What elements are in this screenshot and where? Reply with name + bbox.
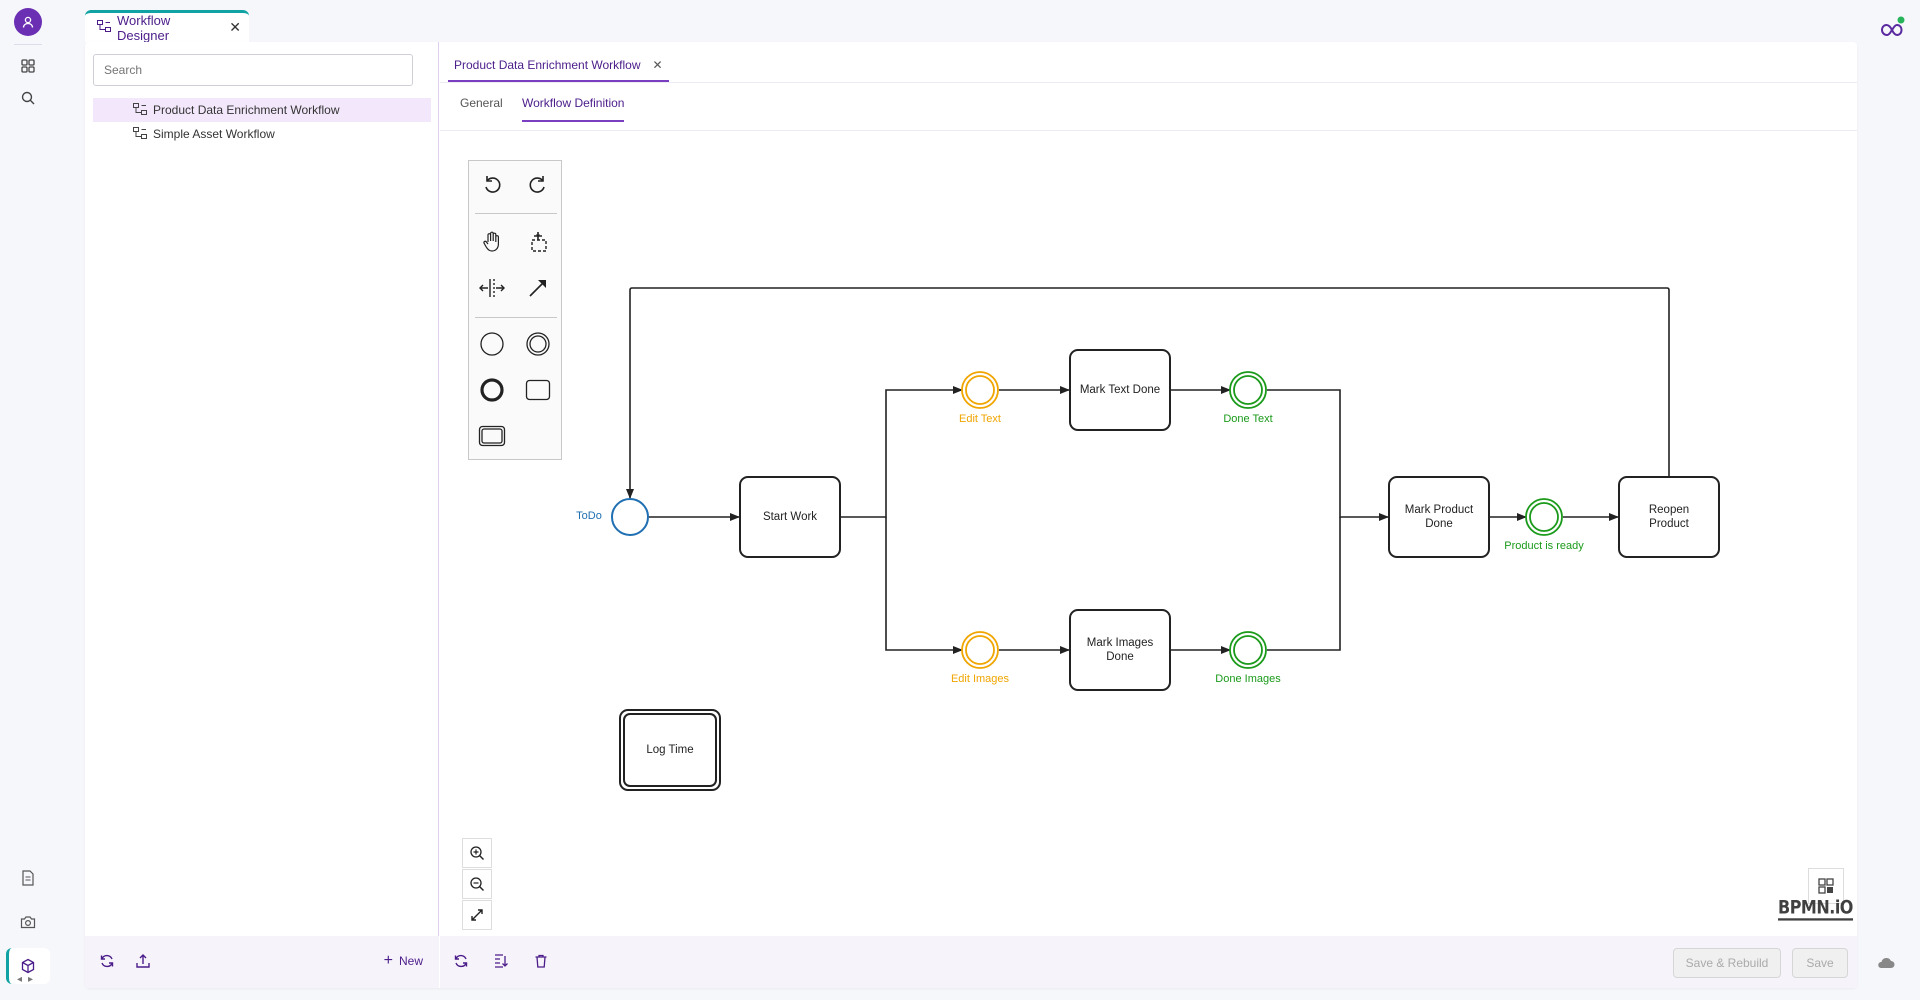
cloud-icon[interactable] [1876, 956, 1900, 972]
done-images-event[interactable] [1229, 631, 1267, 669]
start-work-task[interactable] [739, 476, 841, 558]
edit-images-event[interactable] [961, 631, 999, 669]
new-button[interactable]: + New [384, 952, 423, 970]
event-label-done-text: Done Text [1223, 413, 1273, 425]
editor-footer: Save & Rebuild Save [440, 936, 1857, 988]
rail-collapse-arrows[interactable]: ◂▸ [16, 974, 40, 985]
new-button-label: New [398, 954, 423, 968]
mark-text-done-task[interactable] [1069, 349, 1171, 431]
task-label: Mark Product Done [1404, 504, 1474, 530]
palette-divider [475, 213, 557, 214]
close-icon[interactable]: ✕ [652, 58, 663, 72]
sequence-flow[interactable] [885, 517, 963, 654]
tab-title: Workflow Designer [117, 12, 171, 43]
import-icon[interactable] [493, 953, 511, 971]
event-label-done-images: Done Images [1215, 673, 1281, 685]
document-tab[interactable]: Product Data Enrichment Workflow ✕ [448, 50, 669, 82]
todo-start-event[interactable] [611, 498, 649, 536]
tab-workflow-definition[interactable]: Workflow Definition [522, 96, 625, 122]
mark-images-done-task[interactable] [1069, 609, 1171, 691]
zoom-out-icon[interactable] [462, 869, 492, 899]
edit-text-event[interactable] [961, 371, 999, 409]
fit-icon[interactable] [462, 900, 492, 930]
event-label-edit-images: Edit Images [950, 673, 1010, 685]
hand-tool-icon[interactable] [477, 227, 507, 257]
save-rebuild-button[interactable]: Save & Rebuild [1673, 948, 1781, 978]
editor-panel: Product Data Enrichment Workflow ✕ Gener… [440, 42, 1857, 988]
connect-tool-icon[interactable] [523, 273, 553, 303]
lasso-tool-icon[interactable] [523, 227, 553, 257]
minimap-icon[interactable] [1808, 868, 1844, 904]
avatar-icon[interactable] [14, 8, 42, 36]
cube-icon[interactable] [16, 954, 40, 978]
close-icon[interactable]: ✕ [229, 19, 241, 35]
product-ready-event[interactable] [1525, 498, 1563, 536]
save-button[interactable]: Save [1792, 948, 1848, 978]
event-label-todo: ToDo [576, 510, 602, 522]
plus-icon: + [383, 952, 393, 969]
document-icon[interactable] [16, 866, 40, 890]
tree-item-simple-asset[interactable]: Simple Asset Workflow [93, 122, 431, 146]
sequence-flow-reopen-to-todo[interactable] [626, 287, 1670, 499]
divider [440, 82, 1857, 83]
rail-divider [14, 44, 42, 45]
upload-icon[interactable] [135, 953, 151, 972]
dashboard-icon[interactable] [16, 54, 40, 78]
reopen-product-task[interactable] [1618, 476, 1720, 558]
task-label: Mark Images Done [1086, 637, 1154, 663]
search-input[interactable] [93, 54, 413, 86]
undo-icon[interactable] [477, 169, 507, 199]
log-time-task[interactable] [619, 709, 721, 791]
right-rail [1864, 0, 1920, 1000]
tree-item-label: Simple Asset Workflow [153, 127, 275, 141]
task-label: Log Time [646, 744, 694, 756]
divider [440, 130, 1857, 131]
tab-general[interactable]: General [460, 96, 503, 110]
task-label: Mark Text Done [1079, 384, 1161, 396]
event-label-edit-text: Edit Text [959, 413, 1001, 425]
event-label-product-ready: Product is ready [1504, 540, 1584, 552]
refresh-icon[interactable] [99, 953, 115, 972]
redo-icon[interactable] [523, 169, 553, 199]
mark-product-done-task[interactable] [1388, 476, 1490, 558]
sequence-flow[interactable] [840, 386, 963, 518]
workflow-icon [133, 126, 147, 142]
bpmn-diagram [611, 287, 1720, 791]
start-event-icon[interactable] [477, 329, 507, 359]
sequence-flow[interactable] [1267, 517, 1341, 651]
subprocess-icon[interactable] [477, 421, 507, 451]
task-icon[interactable] [523, 375, 553, 405]
end-event-icon[interactable] [477, 375, 507, 405]
tree-item-product-data-enrichment[interactable]: Product Data Enrichment Workflow [93, 98, 431, 122]
palette-divider [475, 317, 557, 318]
space-tool-icon[interactable] [477, 273, 507, 303]
workflow-icon [133, 102, 147, 118]
refresh-icon[interactable] [453, 953, 471, 971]
task-label: Reopen Product [1648, 504, 1690, 530]
zoom-in-icon[interactable] [462, 838, 492, 868]
search-icon[interactable] [16, 86, 40, 110]
trash-icon[interactable] [533, 953, 551, 971]
workflow-tree-panel: Product Data Enrichment Workflow Simple … [85, 42, 439, 988]
tree-footer: + New [85, 936, 439, 988]
bpmn-io-logo[interactable]: BPMN.iO [1778, 896, 1853, 921]
done-text-event[interactable] [1229, 371, 1267, 409]
document-tab-label: Product Data Enrichment Workflow [454, 58, 641, 72]
camera-icon[interactable] [16, 910, 40, 934]
sequence-flow[interactable] [1267, 389, 1389, 521]
pimcore-logo-icon [1878, 16, 1906, 41]
workflow-designer-tab[interactable]: Workflow Designer ✕ [85, 10, 249, 43]
left-rail: ◂▸ [0, 0, 56, 1000]
workflow-icon [97, 20, 111, 35]
task-label: Start Work [762, 511, 818, 523]
tree-item-label: Product Data Enrichment Workflow [153, 103, 340, 117]
bpmn-palette [468, 160, 562, 460]
intermediate-event-icon[interactable] [523, 329, 553, 359]
